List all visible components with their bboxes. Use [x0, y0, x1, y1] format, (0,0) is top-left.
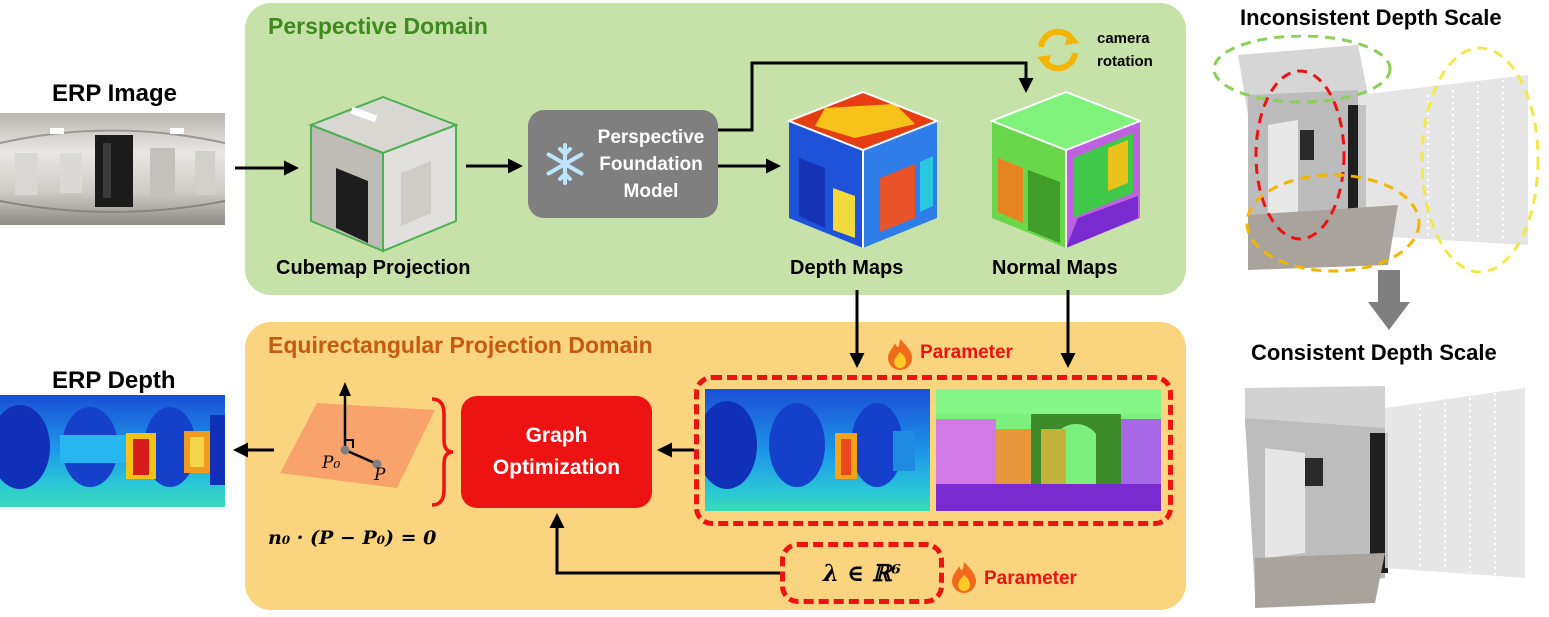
snowflake-icon — [546, 143, 584, 185]
lambda-dashed-box: λ ∈ ℝ⁶ — [780, 542, 944, 604]
normal-maps-cube — [989, 90, 1143, 248]
parameter-maps-dashed-box — [694, 375, 1173, 526]
p0-label: P₀ — [322, 453, 341, 473]
pfm-line-1: Perspective — [597, 126, 705, 148]
consistent-depth-label: Consistent Depth Scale — [1251, 340, 1497, 365]
camera-label-1: camera — [1097, 30, 1150, 47]
erp-depth-parameter-map — [705, 389, 930, 511]
erp-image — [0, 113, 225, 225]
graph-line-1: Graph — [525, 424, 588, 447]
parameter-label-bottom: Parameter — [984, 568, 1077, 589]
camera-label-2: rotation — [1097, 53, 1153, 70]
erp-depth-label: ERP Depth — [52, 367, 176, 394]
perspective-foundation-model-box: Perspective Foundation Model — [528, 110, 718, 218]
equirectangular-domain-title: Equirectangular Projection Domain — [268, 332, 653, 358]
pfm-line-3: Model — [623, 180, 679, 202]
parameter-label-top: Parameter — [920, 342, 1013, 363]
pfm-line-2: Foundation — [599, 153, 703, 175]
depth-maps-label: Depth Maps — [790, 257, 904, 279]
inconsistent-point-cloud — [1212, 35, 1540, 274]
erp-normal-parameter-map — [936, 389, 1161, 511]
camera-rotation-icon — [1037, 28, 1079, 72]
down-arrow-icon — [1368, 270, 1410, 330]
consistent-point-cloud — [1245, 386, 1525, 608]
normal-maps-label: Normal Maps — [992, 257, 1118, 279]
red-brace — [431, 397, 454, 507]
erp-image-label: ERP Image — [52, 80, 177, 107]
flame-icon — [952, 562, 976, 593]
lambda-expression: λ ∈ ℝ⁶ — [822, 559, 902, 587]
graph-optimization-box: Graph Optimization — [461, 396, 652, 508]
p-label: P — [374, 465, 386, 485]
erp-depth-map — [0, 395, 225, 507]
cubemap-projection-label: Cubemap Projection — [276, 257, 471, 279]
perspective-domain-title: Perspective Domain — [268, 13, 488, 39]
plane-diagram — [280, 382, 435, 488]
plane-equation: n₀ · (P − P₀) = 0 — [268, 527, 437, 549]
depth-maps-cube — [786, 90, 940, 248]
inconsistent-depth-label: Inconsistent Depth Scale — [1240, 5, 1502, 30]
flame-icon — [888, 339, 912, 370]
cubemap-cube — [308, 95, 459, 253]
graph-line-2: Optimization — [492, 456, 621, 479]
